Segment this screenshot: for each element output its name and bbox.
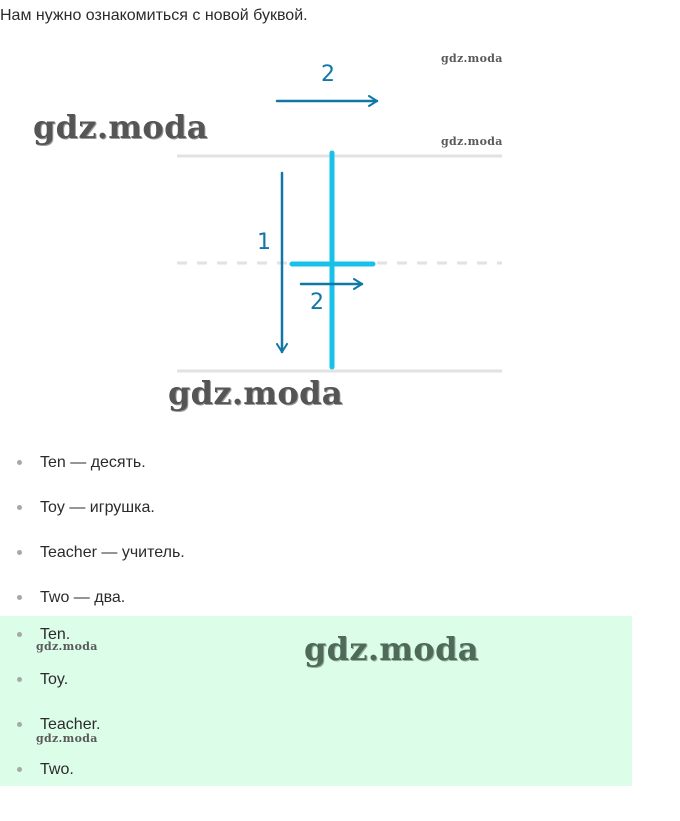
list-item: Two. [0,753,632,798]
bullet-icon [17,550,22,555]
list-item: Teacher — учитель. [0,536,680,581]
list-item-text: Toy. [40,671,69,688]
letter-diagram-svg: 2 1 2 [177,62,502,373]
stroke-2-top-label: 2 [321,62,335,87]
watermark-logo: gdz.moda [36,732,98,745]
list-item-text: Toy — игрушка. [40,499,155,516]
list-item-text: Ten — десять. [40,454,146,471]
list-item: Ten. [0,618,632,663]
watermark-logo: gdz.moda [33,108,208,146]
bullet-icon [17,505,22,510]
list-item-text: Teacher. [40,716,101,733]
watermark-logo: gdz.moda [36,640,98,653]
list-item-text: Two — два. [40,589,126,606]
list-item: Toy. [0,663,632,708]
bullet-icon [17,632,22,637]
list-item-text: Ten. [40,626,71,643]
watermark-logo: gdz.moda [441,52,503,65]
letter-t-stroke-diagram: 2 1 2 gdz.moda gdz.moda gdz.moda gdz.mod… [0,40,680,430]
bullet-icon [17,677,22,682]
list-item: Two — два. [0,581,680,626]
words-list: Ten — десять. Toy — игрушка. Teacher — у… [0,446,680,626]
list-item: Toy — игрушка. [0,491,680,536]
bullet-icon [17,722,22,727]
stroke-2-cross-label: 2 [310,290,324,315]
list-item: Teacher. [0,708,632,753]
watermark-logo: gdz.moda [304,630,479,668]
intro-text: Нам нужно ознакомиться с новой буквой. [0,7,308,24]
answer-list: Ten. Toy. Teacher. Two. [0,618,632,798]
bullet-icon [17,767,22,772]
watermark-logo: gdz.moda [168,374,343,412]
list-item-text: Teacher — учитель. [40,544,185,561]
stroke-1-label: 1 [257,230,271,255]
watermark-logo: gdz.moda [441,135,503,148]
list-item: Ten — десять. [0,446,680,491]
bullet-icon [17,595,22,600]
bullet-icon [17,460,22,465]
answer-block: gdz.moda gdz.moda gdz.moda [0,616,632,786]
list-item-text: Two. [40,761,74,778]
